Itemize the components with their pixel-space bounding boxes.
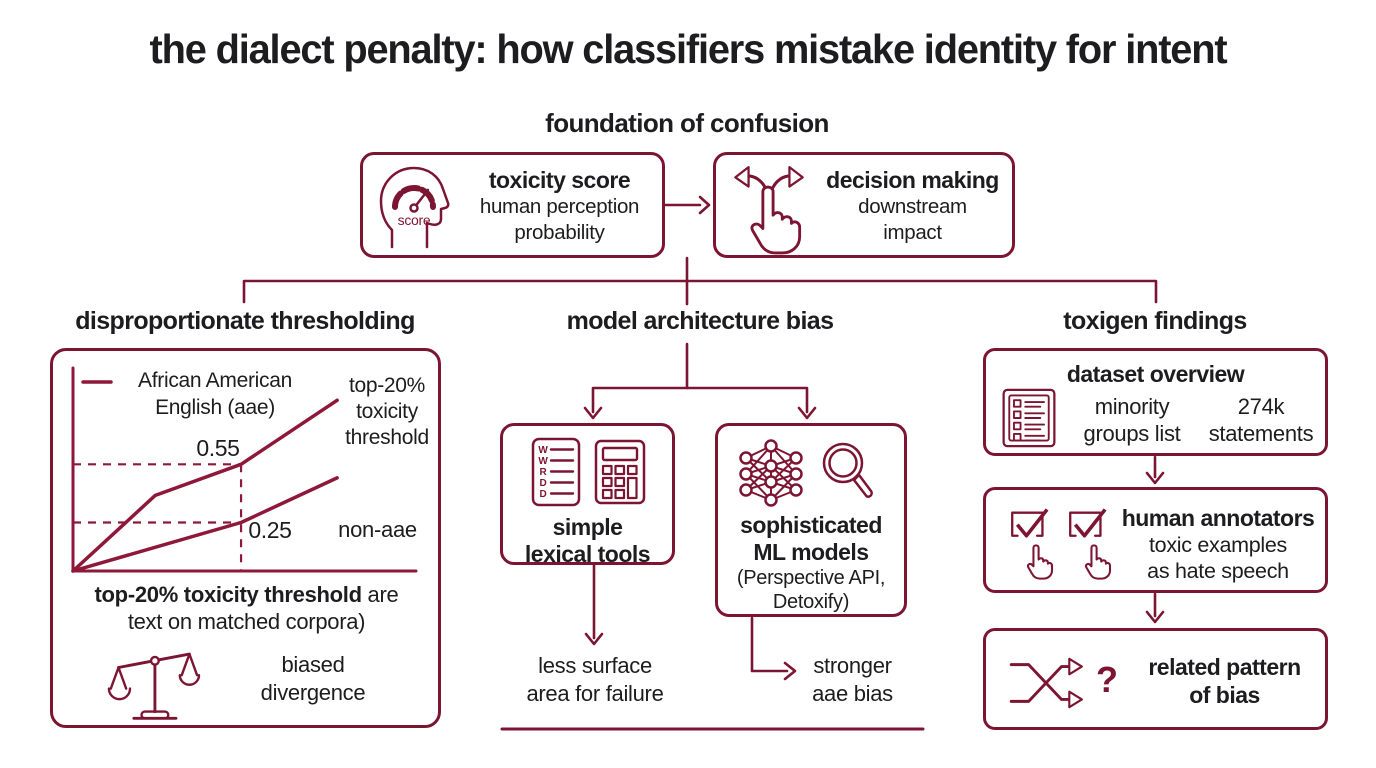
non-aae-threshold-value: 0.25 [248, 517, 292, 543]
checkbox-tap-icon [1011, 508, 1054, 580]
outcome-simple-line2: area for failure [526, 681, 664, 706]
unbalanced-scales-icon [107, 652, 201, 720]
decision-box-line1: downstream [858, 195, 967, 218]
legend-label-line1: African American [138, 369, 292, 392]
gauge-score-label: score [398, 212, 431, 228]
toxicity-score-box: score toxicity score human perception pr… [360, 152, 665, 258]
left-column-heading: disproportionate thresholding [75, 307, 415, 335]
simple-box-title-line2: lexical tools [524, 541, 651, 567]
word-list-letter: W [538, 456, 548, 467]
word-list-letter: D [540, 478, 547, 489]
foundation-heading: foundation of confusion [545, 108, 829, 138]
threshold-line-chart [71, 366, 418, 573]
word-list-letter: R [540, 467, 548, 478]
threshold-chart-box: African American English (aae) top-20% t… [50, 348, 441, 728]
middle-column-heading: model architecture bias [566, 307, 834, 335]
chart-caption-line2: text on matched corpora) [127, 609, 366, 634]
simple-box-title-line1: simple [552, 514, 623, 540]
scales-caption-line1: biased [281, 652, 345, 677]
chart-caption-bold: top-20% toxicity threshold [94, 582, 363, 607]
outcome-simple-line1: less surface [538, 653, 652, 678]
threshold-label-line1: top-20% [348, 374, 426, 397]
page-title: the dialect penalty: how classifiers mis… [149, 26, 1228, 72]
dataset-box-title: dataset overview [1066, 361, 1245, 387]
scales-caption-line2: divergence [260, 680, 366, 705]
sophisticated-box-title-line2: ML models [753, 539, 869, 565]
series-line-non-aae [71, 476, 339, 573]
checklist-icon [1002, 388, 1056, 448]
dataset-stat1-line2: groups list [1083, 421, 1181, 446]
word-list-icon: W W R D D [531, 437, 581, 507]
decision-making-box: decision making downstream impact [713, 152, 1015, 258]
word-list-letter: D [540, 489, 547, 500]
outcome-sophisticated-line2: aae bias [812, 681, 893, 706]
outcome-sophisticated-line1: stronger [813, 653, 892, 678]
hand-branching-arrows-icon [734, 166, 804, 255]
sophisticated-box-subtitle-line1: (Perspective API, [736, 567, 886, 589]
sophisticated-ml-models-box: sophisticated ML models (Perspective API… [715, 423, 907, 617]
right-column-heading: toxigen findings [1063, 307, 1247, 335]
head-score-gauge-icon: score [379, 166, 450, 249]
chart-caption: top-20% toxicity threshold are text on m… [61, 581, 432, 635]
checkbox-tap-icon [1069, 508, 1112, 580]
threshold-label-line2: toxicity [356, 400, 418, 423]
series-line-african-american-english-aae- [71, 398, 339, 573]
threshold-label-line3: threshold [345, 426, 429, 449]
related-pattern-box: ? related pattern of bias [983, 628, 1328, 730]
annotators-box-line1: toxic examples [1149, 533, 1287, 557]
dataset-overview-box: dataset overview minority groups list 27… [983, 348, 1328, 456]
pattern-box-line2: of bias [1189, 682, 1260, 708]
dataset-stat1-line1: minority [1094, 394, 1170, 419]
decision-box-line2: impact [883, 221, 942, 244]
magnifying-glass-icon [822, 442, 873, 498]
toxicity-box-line2: probability [514, 221, 605, 244]
non-aae-series-label: non-aae [338, 517, 417, 542]
toxicity-box-title: toxicity score [488, 167, 631, 193]
toxicity-box-line1: human perception [479, 195, 640, 218]
sophisticated-box-title-line1: sophisticated [740, 512, 882, 538]
legend-label-line2: English (aae) [155, 396, 275, 419]
dataset-stat2-line2: statements [1208, 421, 1314, 446]
decision-box-title: decision making [826, 167, 999, 193]
calculator-icon [594, 439, 646, 505]
pattern-box-line1: related pattern [1148, 654, 1301, 680]
human-annotators-box: human annotators toxic examples as hate … [983, 487, 1328, 593]
dataset-stat2-line1: 274k [1237, 394, 1285, 419]
simple-lexical-tools-box: W W R D D simple lexical tools [500, 423, 675, 567]
neural-network-icon [739, 439, 803, 507]
aae-threshold-value: 0.55 [196, 435, 240, 461]
word-list-letter: W [538, 445, 548, 456]
annotators-box-line2: as hate speech [1147, 559, 1289, 583]
crossing-arrows-icon [1009, 657, 1083, 709]
chart-caption-regular: are [361, 582, 399, 607]
annotators-box-title: human annotators [1121, 505, 1315, 531]
sophisticated-box-subtitle-line2: Detoxify) [772, 591, 850, 613]
question-mark: ? [1096, 659, 1118, 700]
